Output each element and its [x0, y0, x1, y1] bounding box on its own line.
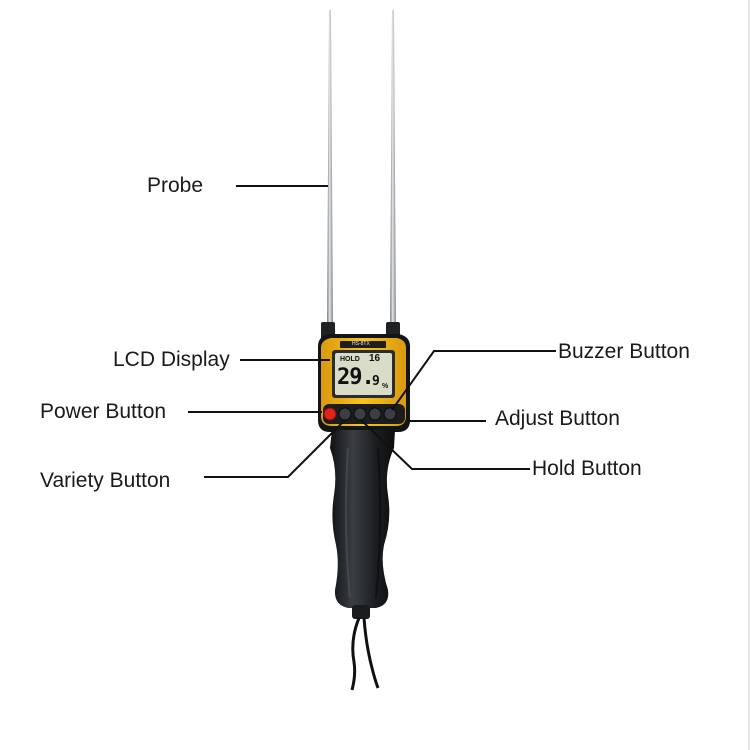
- adjust-button-label: Adjust Button: [495, 407, 620, 430]
- probe-left: [327, 10, 333, 330]
- probe-right: [390, 10, 396, 330]
- hold-button[interactable]: [353, 407, 367, 421]
- probe-label: Probe: [147, 174, 204, 197]
- power-button-label: Power Button: [40, 400, 167, 423]
- buzzer-button-leader-line: [391, 350, 556, 411]
- buzzer-button-label: Buzzer Button: [558, 340, 690, 363]
- model-strip: [340, 341, 386, 348]
- lcd-display: [332, 350, 395, 398]
- adjust-button[interactable]: [368, 407, 382, 421]
- leader-lines: [188, 185, 556, 478]
- buzzer-button[interactable]: [383, 407, 397, 421]
- power-button[interactable]: [323, 407, 337, 421]
- hold-button-leader-line: [360, 419, 530, 470]
- image-border: [748, 0, 750, 750]
- button-row: [323, 404, 405, 424]
- variety-button[interactable]: [338, 407, 352, 421]
- lcd-reading-decimal: 9: [372, 374, 380, 389]
- lcd-unit: %: [382, 383, 389, 390]
- lcd-mode-number: 16: [369, 353, 381, 364]
- handle: [330, 430, 395, 608]
- lcd-display-label: LCD Display: [113, 348, 230, 371]
- lcd-hold-indicator: HOLD: [340, 356, 360, 363]
- lcd-reading: 29.: [337, 365, 375, 390]
- model-text: HS-8TX: [352, 341, 370, 347]
- cable: [350, 605, 380, 691]
- hold-button-label: Hold Button: [532, 457, 642, 480]
- variety-button-label: Variety Button: [40, 469, 171, 492]
- variety-button-leader-line: [204, 419, 346, 478]
